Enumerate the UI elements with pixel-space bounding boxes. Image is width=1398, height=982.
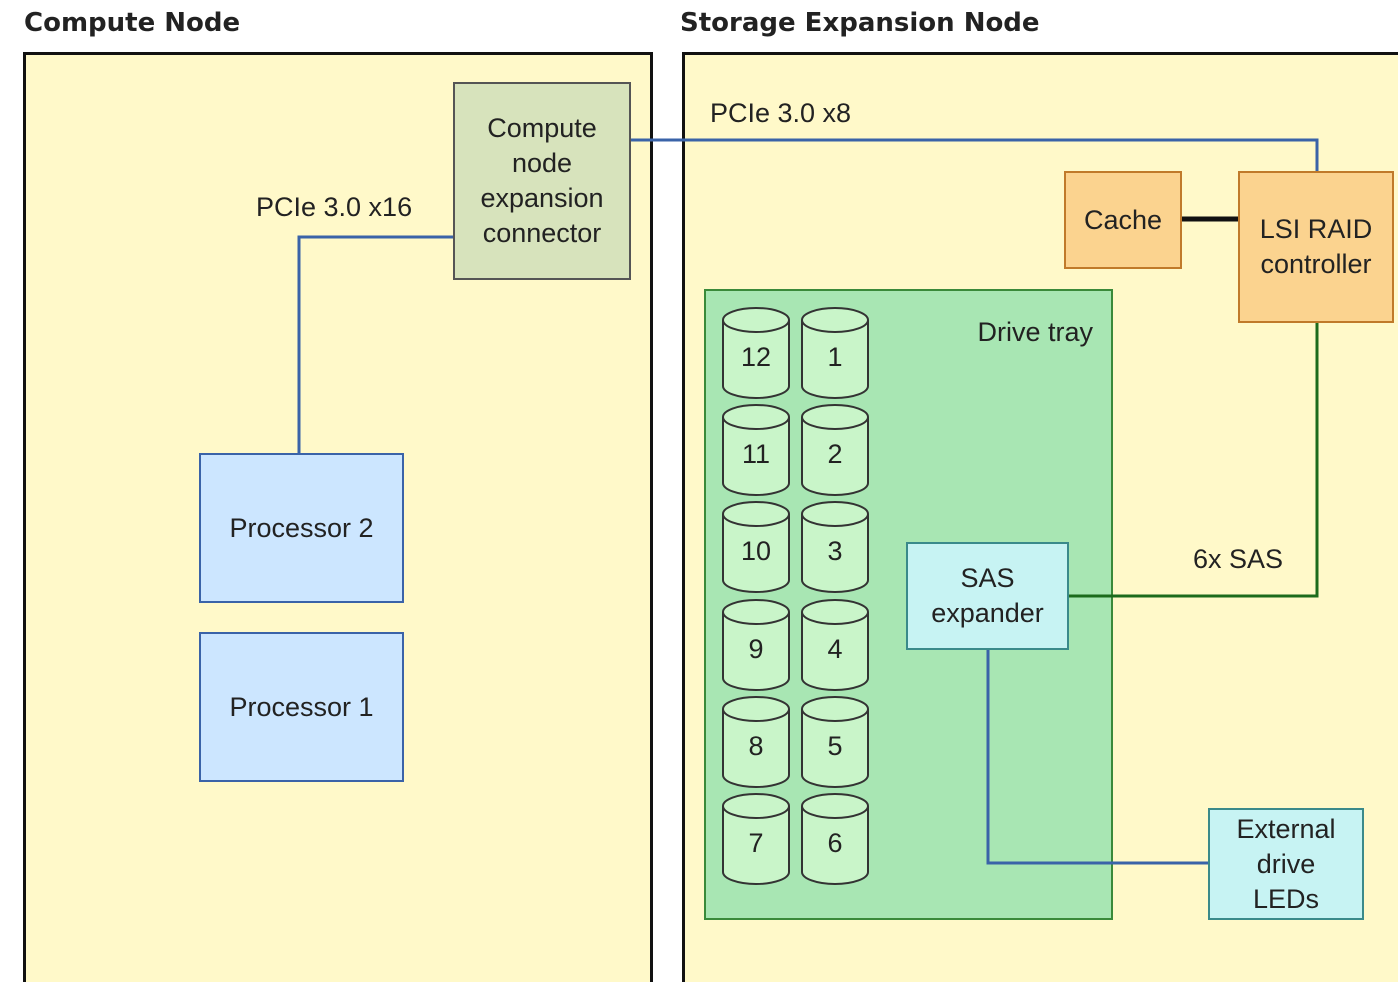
external-leds-line-3: LEDs <box>1252 883 1320 914</box>
drive-1: 1 <box>800 306 870 399</box>
processor-1-label: Processor 1 <box>229 691 374 722</box>
sas-link-label: 6x SAS <box>1193 544 1284 574</box>
sas-link <box>1067 322 1319 598</box>
sas-expander: SAS expander <box>906 542 1069 650</box>
drive-8: 8 <box>721 695 791 788</box>
storage-node-title: Storage Expansion Node <box>680 8 1040 38</box>
expansion-connector-line-4: connector <box>482 218 602 248</box>
drive-number: 2 <box>827 439 843 469</box>
raid-controller: LSI RAID controller <box>1238 171 1394 323</box>
drive-3: 3 <box>800 500 870 593</box>
drive-tray-label: Drive tray <box>977 317 1093 347</box>
drive-number: 12 <box>740 342 772 372</box>
drive-number: 10 <box>740 536 772 566</box>
expansion-connector: Compute node expansion connector <box>453 82 631 280</box>
pcie-x16-label: PCIe 3.0 x16 <box>256 192 413 222</box>
drive-9: 9 <box>721 598 791 691</box>
drive-5: 5 <box>800 695 870 788</box>
sas-expander-line-1: SAS <box>960 563 1015 593</box>
drive-number: 1 <box>827 342 843 372</box>
raid-controller-line-2: controller <box>1260 249 1372 279</box>
drive-number: 3 <box>827 536 843 566</box>
drive-number: 7 <box>748 828 764 858</box>
external-leds-line-1: External <box>1236 813 1336 844</box>
led-link <box>986 648 1210 865</box>
expansion-connector-line-2: node <box>511 148 573 178</box>
drive-number: 9 <box>748 634 764 664</box>
cache-label: Cache <box>1083 204 1163 235</box>
drive-11: 11 <box>721 403 791 496</box>
pcie-x16-link <box>297 235 455 454</box>
drive-number: 8 <box>748 731 764 761</box>
drive-2: 2 <box>800 403 870 496</box>
cache-box: Cache <box>1064 171 1182 269</box>
drive-12: 12 <box>721 306 791 399</box>
drive-number: 11 <box>741 439 771 469</box>
drive-number: 5 <box>827 731 843 761</box>
expansion-connector-line-3: expansion <box>480 183 604 213</box>
pcie-x8-label: PCIe 3.0 x8 <box>710 98 852 128</box>
expansion-connector-line-1: Compute <box>487 113 597 143</box>
drive-6: 6 <box>800 792 870 885</box>
compute-node-title: Compute Node <box>24 8 241 38</box>
drive-number: 4 <box>827 634 843 664</box>
drive-10: 10 <box>721 500 791 593</box>
pcie-x8-link <box>630 138 1319 172</box>
processor-2: Processor 2 <box>199 453 404 603</box>
drive-4: 4 <box>800 598 870 691</box>
sas-expander-line-2: expander <box>931 598 1044 628</box>
processor-2-label: Processor 2 <box>229 512 374 543</box>
raid-controller-line-1: LSI RAID <box>1259 214 1373 244</box>
drive-number: 6 <box>827 828 843 858</box>
processor-1: Processor 1 <box>199 632 404 782</box>
drive-7: 7 <box>721 792 791 885</box>
external-leds-line-2: drive <box>1256 848 1316 879</box>
external-drive-leds: External drive LEDs <box>1208 808 1364 920</box>
